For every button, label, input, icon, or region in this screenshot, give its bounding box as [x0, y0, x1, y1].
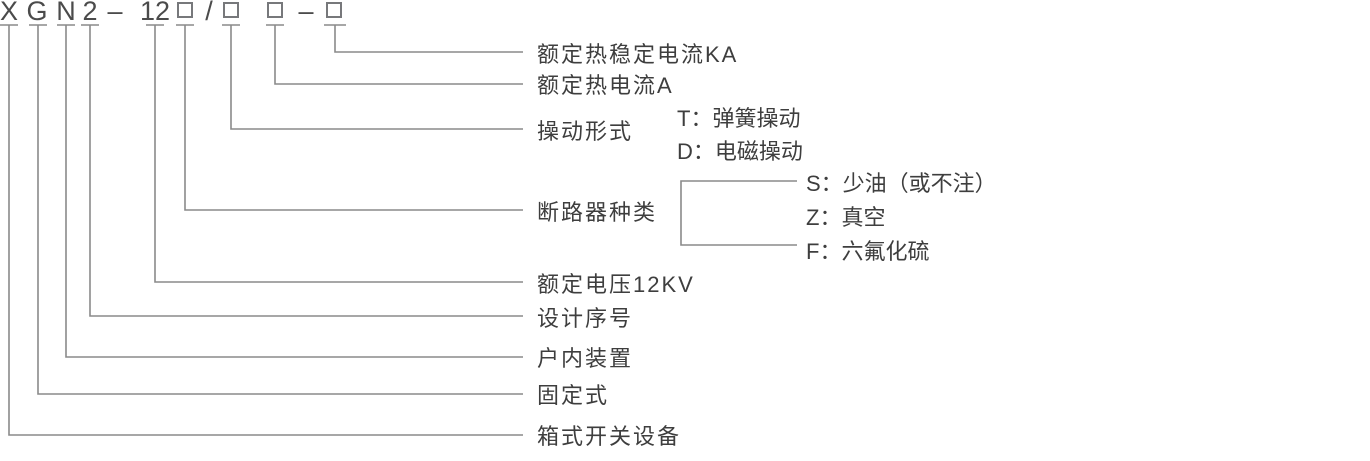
connector-box-type-switchgear — [0, 24, 523, 436]
code-slash: / — [205, 0, 213, 26]
code-char-2: 2 — [82, 0, 98, 26]
breaker-type-bracket — [680, 180, 797, 246]
code-char-x: X — [0, 0, 19, 26]
code-char-n: N — [56, 0, 76, 26]
label-rated-thermal-current: 额定热电流A — [537, 73, 674, 98]
connector-indoor-device — [57, 24, 523, 358]
label-rated-thermal-stability-current: 额定热稳定电流KA — [537, 42, 739, 67]
option-operating-mode-electromagnetic: D：电磁操动 — [677, 139, 803, 164]
option-breaker-type-vacuum: Z：真空 — [806, 205, 886, 230]
code-char-12: 12 — [139, 0, 171, 26]
label-breaker-type: 断路器种类 — [537, 200, 658, 225]
code-dash-1: – — [107, 0, 123, 26]
placeholder-box-breaker-type — [177, 2, 193, 18]
option-operating-mode-spring: T：弹簧操动 — [677, 106, 801, 131]
connector-rated-voltage — [146, 24, 523, 283]
code-char-g: G — [26, 0, 48, 26]
placeholder-box-thermal-stability-current — [326, 2, 342, 18]
label-operating-mode: 操动形式 — [537, 119, 634, 144]
label-fixed-type: 固定式 — [537, 383, 610, 408]
label-indoor-device: 户内装置 — [537, 346, 634, 371]
label-design-serial-number: 设计序号 — [537, 306, 634, 331]
placeholder-box-thermal-current — [267, 2, 283, 18]
connector-operating-mode — [222, 24, 523, 130]
placeholder-box-operating-mode — [223, 2, 239, 18]
label-rated-voltage: 额定电压12KV — [537, 272, 695, 297]
option-breaker-type-min-oil: S：少油（或不注） — [806, 171, 997, 196]
connector-rated-thermal-stability-current — [324, 24, 523, 53]
connector-breaker-type — [176, 24, 523, 211]
code-dash-2: – — [298, 0, 314, 26]
option-breaker-type-sf6: F：六氟化硫 — [806, 239, 930, 264]
connector-design-serial-number — [81, 24, 523, 317]
connector-rated-thermal-current — [266, 24, 523, 85]
label-box-type-switchgear: 箱式开关设备 — [537, 424, 682, 449]
connector-fixed-type — [29, 24, 523, 395]
